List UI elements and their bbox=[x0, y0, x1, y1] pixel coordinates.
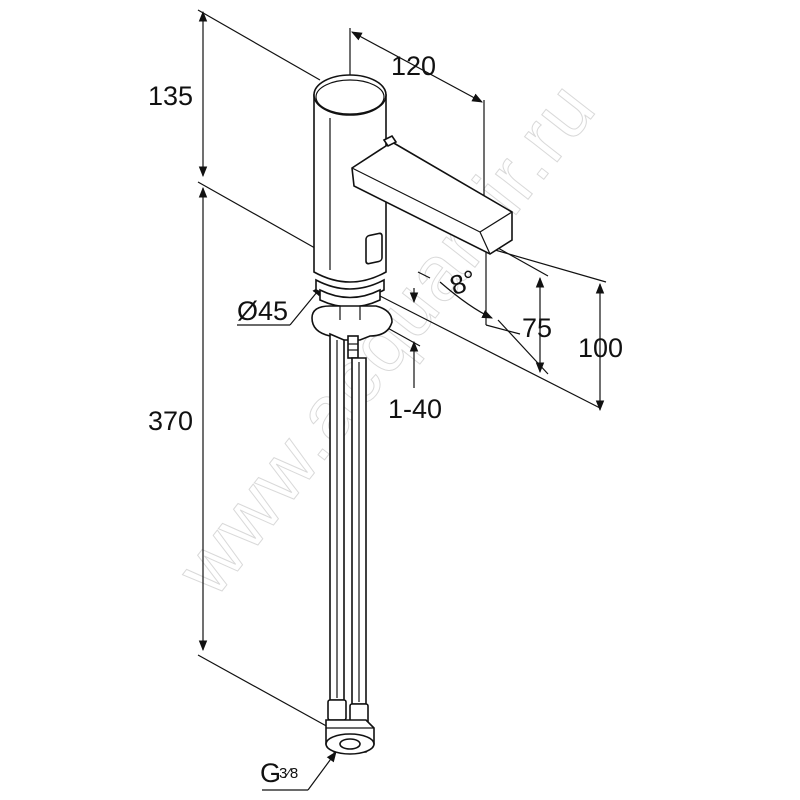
dimension-lines bbox=[197, 9, 607, 791]
faucet-body bbox=[311, 74, 513, 755]
dim-deck-thickness: 1-40 bbox=[388, 394, 442, 424]
dim-connection-main: G bbox=[260, 758, 281, 788]
dim-lower-height: 370 bbox=[148, 406, 193, 436]
dim-top-height: 135 bbox=[148, 81, 193, 111]
dim-connection-fraction: 3⁄8 bbox=[279, 765, 298, 782]
dim-outlet-height: 100 bbox=[578, 333, 623, 363]
dim-spout-reach: 120 bbox=[391, 51, 436, 81]
dim-spout-clearance: 75 bbox=[522, 313, 552, 343]
dim-diameter: Ø45 bbox=[237, 296, 288, 326]
